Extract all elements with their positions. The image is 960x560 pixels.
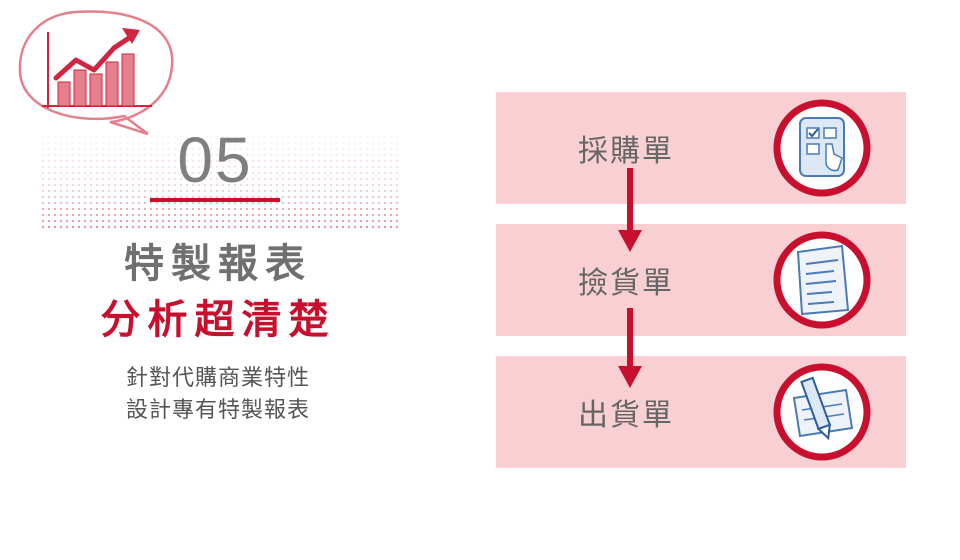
- section-title-line2: 分析超清楚: [100, 296, 336, 343]
- bar-chart-icon: [42, 28, 152, 108]
- description-line2: 設計專有特製報表: [125, 398, 310, 423]
- tablet-checklist-icon: [773, 99, 871, 197]
- checklist-paper-icon: [773, 231, 871, 329]
- flow-step-label: 撿貨單: [578, 266, 674, 301]
- section-number: 05: [177, 124, 253, 196]
- flow-arrow-down-icon: [618, 168, 642, 252]
- number-underline: [150, 198, 280, 202]
- section-title-line1: 特製報表: [124, 240, 312, 287]
- flow-step-label: 出貨單: [578, 398, 674, 433]
- flow-step-shipping-order: 出貨單: [496, 356, 906, 468]
- flow-arrow-down-icon: [618, 308, 642, 388]
- flow-step-label: 採購單: [578, 134, 674, 169]
- chart-speech-bubble-icon: [18, 10, 174, 136]
- pencil-notepad-icon: [773, 363, 871, 461]
- description-line1: 針對代購商業特性: [125, 366, 310, 391]
- flow-step-picking-list: 撿貨單: [496, 224, 906, 336]
- halftone-dot-band: [40, 134, 400, 230]
- flow-step-purchase-order: 採購單: [496, 92, 906, 204]
